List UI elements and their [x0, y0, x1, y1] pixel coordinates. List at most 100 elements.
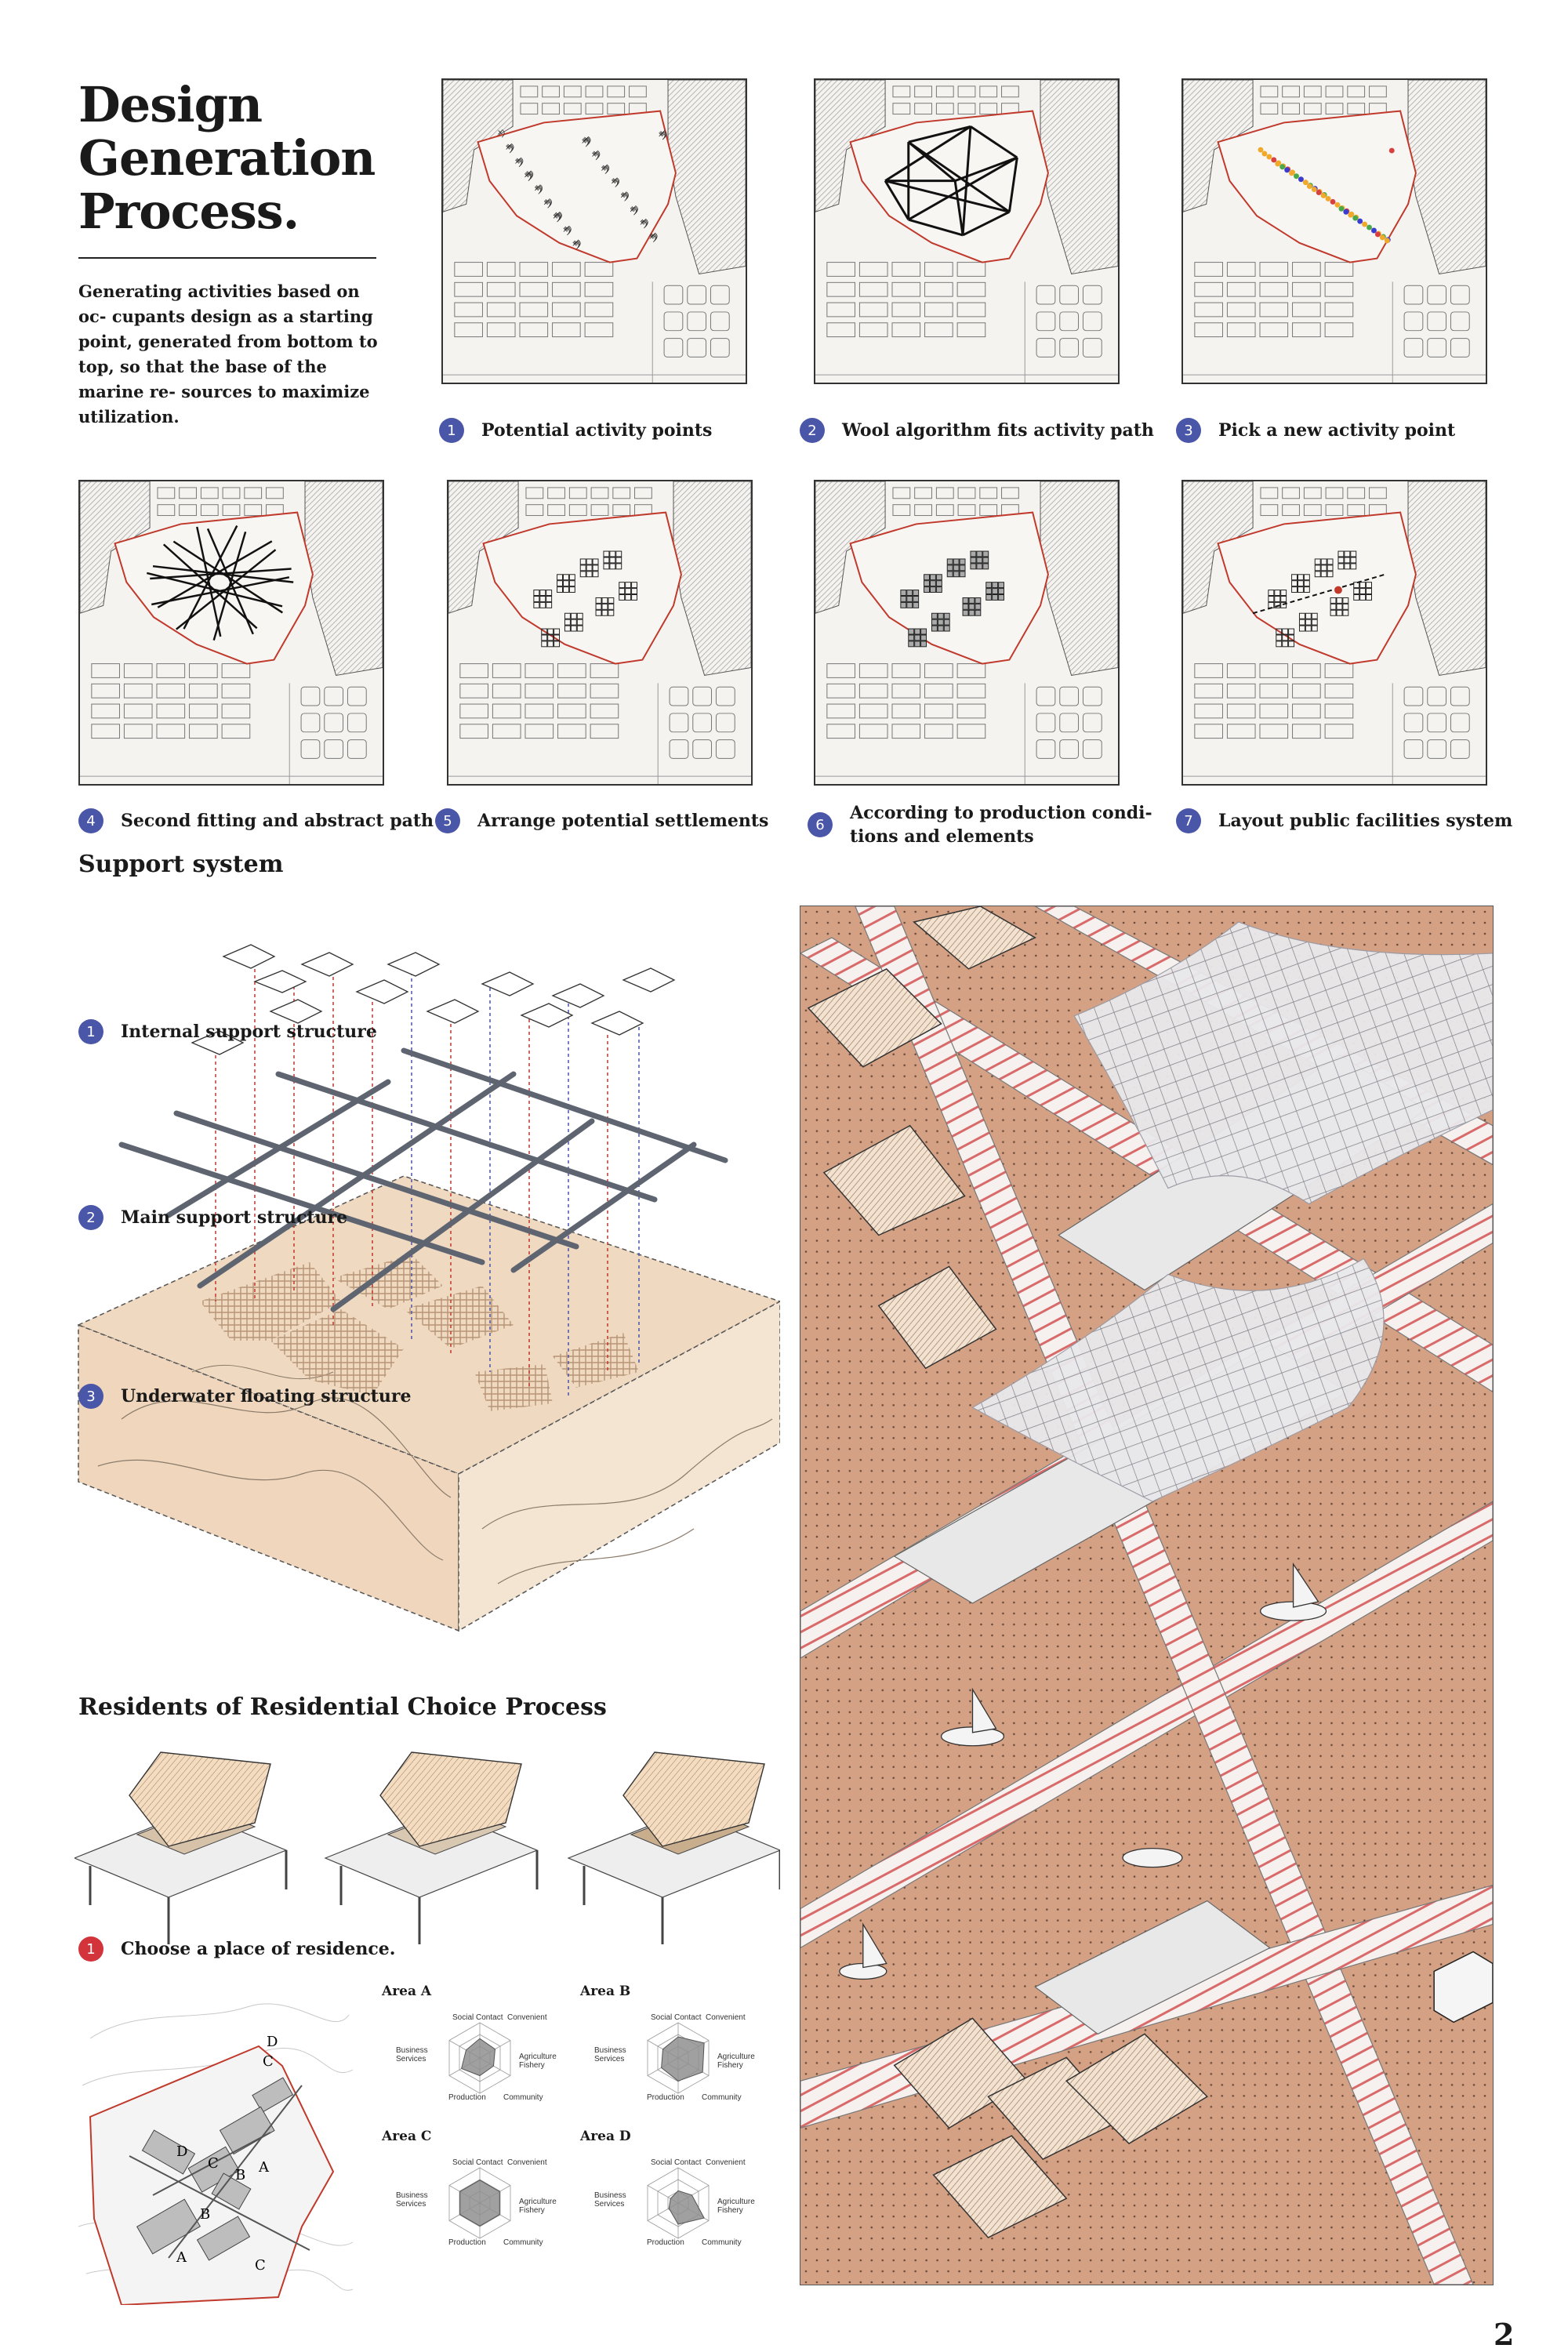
- svg-text:×: ×: [641, 218, 646, 226]
- radar-axis-label: Production: [647, 2238, 684, 2247]
- site-map-2: [815, 80, 1118, 383]
- svg-text:×: ×: [630, 206, 635, 214]
- radar-axis-label: Social Contact: [452, 2158, 503, 2167]
- step-5-number: 5: [435, 808, 460, 833]
- site-map-7: [1183, 481, 1486, 784]
- house-option-drawings: [74, 1751, 780, 1944]
- area-label-1: D: [267, 2034, 278, 2050]
- title-line-3: Process.: [78, 183, 299, 240]
- svg-text:×: ×: [524, 172, 530, 180]
- radar-area-d-title: Area D: [580, 2129, 631, 2144]
- step-6-number: 6: [808, 812, 833, 837]
- svg-text:×: ×: [612, 178, 617, 186]
- site-map-1: ××××××××××××××××××××××××××××××××××××××××…: [443, 80, 746, 383]
- support-structure-drawing: [77, 944, 780, 1632]
- svg-text:×: ×: [582, 137, 587, 145]
- radar-axis-label: Social Contact: [452, 2013, 503, 2022]
- area-label-3: D: [176, 2143, 187, 2160]
- step-7-label: Layout public facilities system: [1218, 811, 1513, 831]
- svg-text:×: ×: [543, 199, 549, 207]
- svg-text:×: ×: [630, 205, 636, 213]
- site-map-4: [80, 481, 383, 784]
- radar-axis-label: Social Contact: [651, 2013, 702, 2022]
- svg-text:×: ×: [640, 219, 645, 227]
- svg-text:×: ×: [497, 129, 503, 136]
- svg-text:×: ×: [622, 191, 627, 198]
- support-item-2-number: 2: [78, 1205, 103, 1230]
- step-6: 6 According to production condi- tions a…: [808, 801, 1152, 848]
- step-4-number: 4: [78, 808, 103, 833]
- step-3-label: Pick a new activity point: [1218, 420, 1456, 441]
- process-panel-1: ××××××××××××××××××××××××××××××××××××××××…: [441, 78, 747, 384]
- svg-text:×: ×: [544, 198, 550, 206]
- step-7-number: 7: [1176, 808, 1201, 833]
- radar-axis-label: Business Services: [594, 2191, 626, 2209]
- step-1: 1 Potential activity points: [439, 418, 712, 443]
- svg-text:×: ×: [505, 144, 510, 152]
- radar-axis-label: Business Services: [396, 2191, 428, 2209]
- step-3-number: 3: [1176, 418, 1201, 443]
- step-2: 2 Wool algorithm fits activity path: [800, 418, 1154, 443]
- radar-series-1: [461, 2038, 496, 2077]
- svg-text:×: ×: [514, 158, 520, 166]
- radar-axis-label: Production: [448, 2238, 486, 2247]
- house-option-1: [74, 1751, 288, 1944]
- radar-area-b-title: Area B: [580, 1984, 631, 1999]
- svg-text:×: ×: [515, 158, 521, 165]
- radar-chart-2: [647, 2022, 710, 2094]
- support-item-1-label: Internal support structure: [121, 1022, 377, 1042]
- residents-step-1: 1 Choose a place of residence.: [78, 1936, 395, 1962]
- aerial-render: [800, 906, 1494, 2285]
- svg-text:×: ×: [601, 165, 606, 173]
- step-6-label-line1: According to production condi-: [850, 803, 1152, 823]
- support-item-1-number: 1: [78, 1019, 103, 1044]
- radar-chart-3: [448, 2167, 511, 2239]
- svg-text:×: ×: [554, 212, 559, 220]
- residents-step-1-number: 1: [78, 1936, 103, 1962]
- support-item-3-number: 3: [78, 1384, 103, 1409]
- svg-text:×: ×: [553, 213, 558, 221]
- svg-text:×: ×: [525, 171, 531, 179]
- radar-axis-label: Community: [702, 2093, 742, 2102]
- area-label-5: B: [235, 2167, 245, 2183]
- svg-text:×: ×: [659, 130, 664, 138]
- area-label-2: C: [263, 2053, 274, 2070]
- step-4: 4 Second fitting and abstract path: [78, 808, 434, 833]
- radar-chart-1: [448, 2022, 511, 2094]
- support-system-title: Support system: [78, 851, 284, 878]
- svg-text:×: ×: [602, 164, 608, 172]
- site-map-6: [815, 481, 1118, 784]
- radar-axis-label: Agriculture Fishery: [717, 2053, 755, 2070]
- step-3: 3 Pick a new activity point: [1176, 418, 1455, 443]
- radar-axis-label: Production: [647, 2093, 684, 2102]
- radar-axis-label: Community: [503, 2093, 543, 2102]
- step-6-label: According to production condi- tions and…: [850, 801, 1152, 848]
- residents-step-1-label: Choose a place of residence.: [121, 1939, 396, 1959]
- svg-text:×: ×: [516, 157, 521, 165]
- svg-text:×: ×: [545, 198, 550, 205]
- settlement-render: [800, 906, 1493, 2285]
- step-2-number: 2: [800, 418, 825, 443]
- svg-text:×: ×: [612, 177, 618, 185]
- radar-chart-4: [647, 2167, 710, 2239]
- step-1-number: 1: [439, 418, 464, 443]
- support-axonometric: [74, 933, 780, 1654]
- radar-axis-label: Convenient: [507, 2013, 547, 2022]
- svg-text:×: ×: [593, 150, 598, 158]
- house-option-3: [567, 1751, 780, 1944]
- svg-text:×: ×: [524, 172, 529, 180]
- svg-text:×: ×: [534, 186, 539, 194]
- svg-text:×: ×: [649, 233, 655, 241]
- radar-series-3: [459, 2180, 500, 2227]
- process-panel-4: [78, 480, 384, 786]
- svg-text:×: ×: [659, 129, 665, 137]
- step-5: 5 Arrange potential settlements: [435, 808, 768, 833]
- svg-text:×: ×: [562, 227, 568, 234]
- svg-text:×: ×: [621, 191, 626, 199]
- radar-area-a-title: Area A: [382, 1984, 432, 1999]
- svg-text:×: ×: [572, 240, 578, 248]
- radar-series-4: [668, 2190, 705, 2225]
